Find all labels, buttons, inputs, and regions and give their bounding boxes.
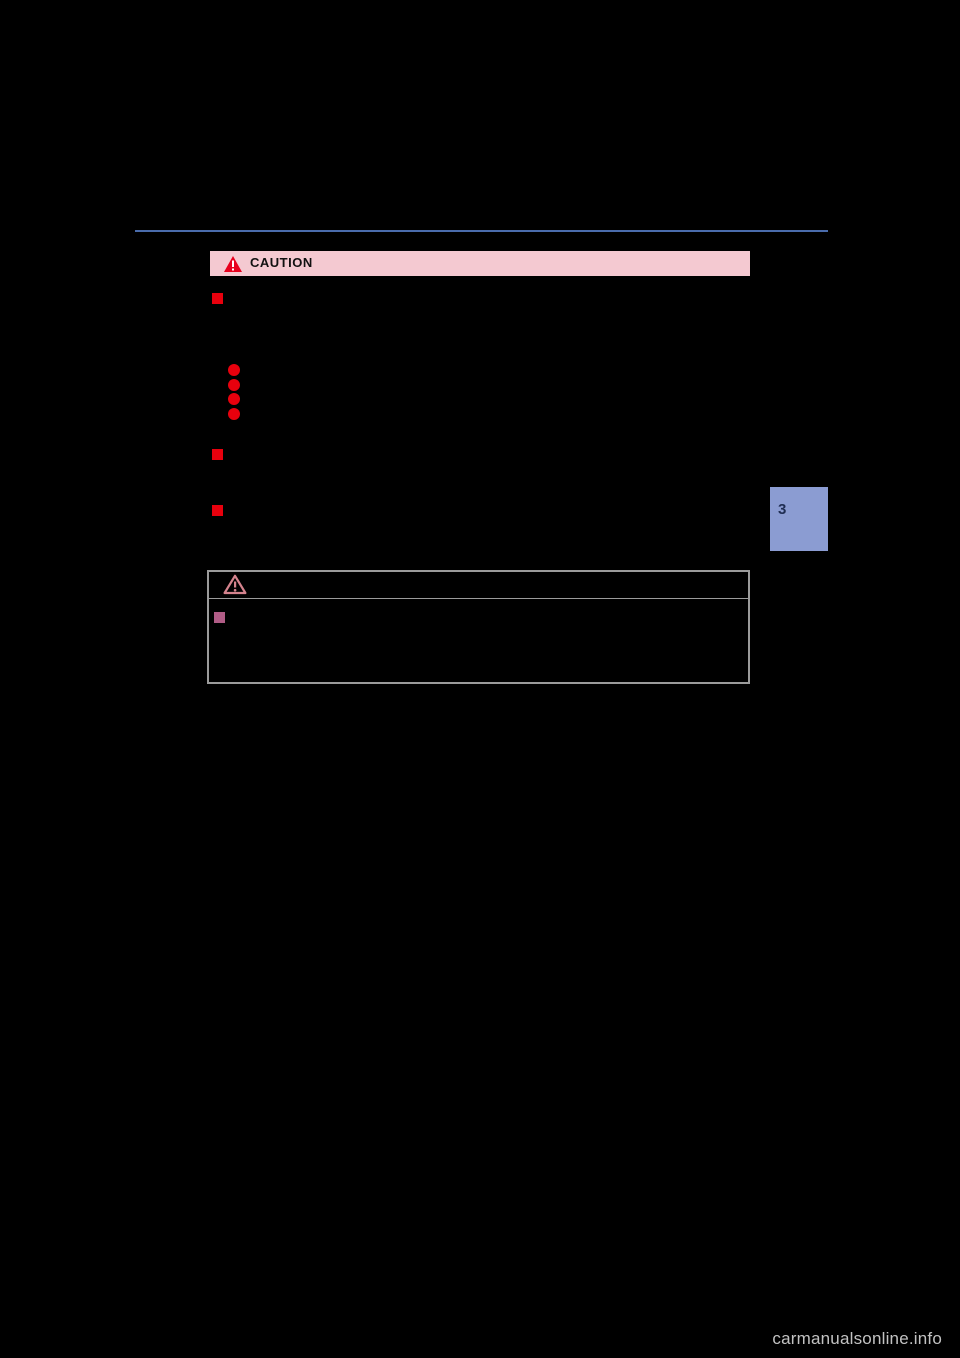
chapter-tab: 3 (770, 487, 828, 551)
square-bullet-icon (212, 293, 223, 304)
circle-bullet-icon (228, 393, 240, 405)
square-bullet-icon (212, 449, 223, 460)
circle-bullet-icon (228, 379, 240, 391)
warning-triangle-icon (224, 255, 242, 272)
caution-banner: CAUTION (210, 251, 750, 276)
circle-bullet-icon (228, 408, 240, 420)
watermark: carmanualsonline.info (772, 1329, 942, 1348)
square-bullet-icon (212, 505, 223, 516)
notice-box (207, 570, 750, 684)
notice-divider (209, 598, 748, 599)
warning-triangle-outline-icon (223, 574, 247, 600)
notice-square-bullet-icon (214, 612, 225, 623)
circle-bullet-icon (228, 364, 240, 376)
header-rule (135, 230, 828, 232)
caution-label: CAUTION (250, 255, 313, 270)
chapter-number: 3 (778, 501, 787, 518)
